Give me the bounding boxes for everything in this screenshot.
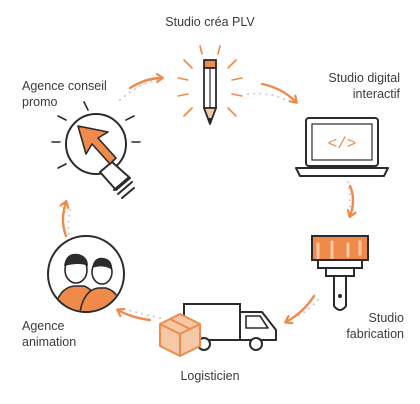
label-studio-fabrication: Studio fabrication [346, 311, 404, 341]
arrow-animation-to-conseil [63, 202, 66, 238]
arrow-digital-to-fabrication [350, 184, 353, 216]
delivery-truck-icon [159, 303, 277, 357]
laptop-code-icon: </> [295, 117, 389, 177]
lightbulb-icon [51, 101, 141, 199]
connector-plv-digital [247, 92, 287, 101]
connector-logistique-animation [119, 307, 161, 319]
connector-animation-conseil [67, 203, 73, 241]
label-studio-digital: Studio digital interactif [328, 71, 400, 101]
arrow-conseil-to-plv [128, 78, 162, 90]
label-agence-animation: Agence animation [22, 319, 77, 349]
arrow-fabrication-to-logistique [286, 294, 316, 322]
team-avatar-icon [47, 235, 125, 313]
label-logisticien: Logisticien [180, 369, 240, 383]
arrow-logistique-to-animation [118, 310, 152, 322]
label-studio-crea-plv: Studio créa PLV [165, 15, 255, 29]
cycle-arrows [63, 78, 353, 322]
pencil-icon [177, 45, 243, 125]
code-symbol: </> [328, 135, 357, 153]
arrow-plv-to-digital [260, 82, 296, 102]
label-agence-conseil: Agence conseil promo [22, 79, 107, 109]
paint-brush-icon [311, 235, 369, 311]
